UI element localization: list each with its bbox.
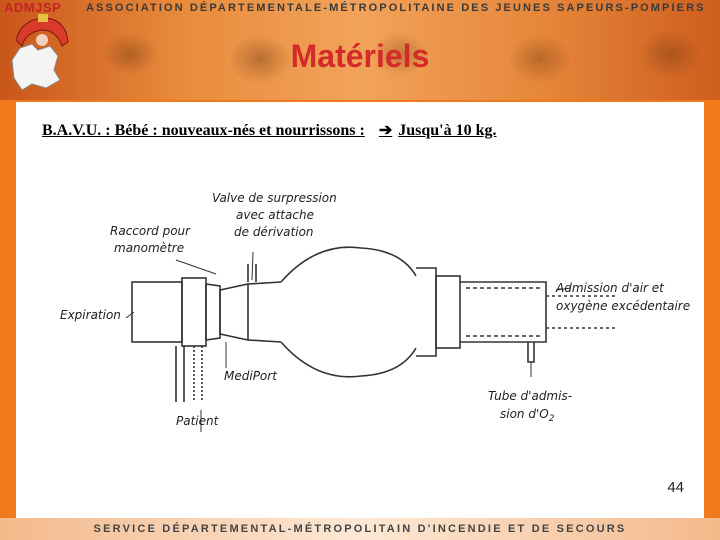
label-raccord-2: manomètre [114, 241, 184, 255]
label-tube-2: sion d'O2 [500, 407, 555, 424]
label-admission-2: oxygène excédentaire [556, 299, 690, 313]
label-tube-2-main: sion d'O [500, 407, 549, 421]
label-valve-2: avec attache [236, 208, 314, 222]
label-expiration: Expiration [60, 308, 121, 322]
association-name: ASSOCIATION DÉPARTEMENTALE-MÉTROPOLITAIN… [86, 2, 716, 14]
label-patient: Patient [176, 414, 220, 428]
page-number: 44 [667, 479, 684, 496]
slide-subtitle: B.A.V.U. : Bébé : nouveaux-nés et nourri… [42, 120, 497, 140]
label-valve-3: de dérivation [234, 225, 314, 239]
label-admission-1: Admission d'air et [555, 281, 665, 295]
subtitle-right: Jusqu'à 10 kg. [398, 122, 496, 139]
bavu-diagram: Valve de surpression avec attache de dér… [16, 172, 704, 442]
label-tube-2-sub: 2 [549, 414, 555, 424]
label-valve-1: Valve de surpression [212, 191, 337, 205]
subtitle-left: B.A.V.U. : Bébé : nouveaux-nés et nourri… [42, 122, 365, 139]
page-title: Matériels [0, 38, 720, 75]
slide-content: B.A.V.U. : Bébé : nouveaux-nés et nourri… [16, 102, 704, 518]
arrow-right-icon: ➔ [379, 122, 392, 139]
label-mediport: MediPort [224, 369, 278, 383]
label-raccord-1: Raccord pour [110, 224, 191, 238]
logo-text: ADMJSP [4, 0, 61, 15]
footer-text: SERVICE DÉPARTEMENTAL-MÉTROPOLITAIN D'IN… [0, 523, 720, 535]
label-tube-1: Tube d'admis- [488, 389, 572, 403]
